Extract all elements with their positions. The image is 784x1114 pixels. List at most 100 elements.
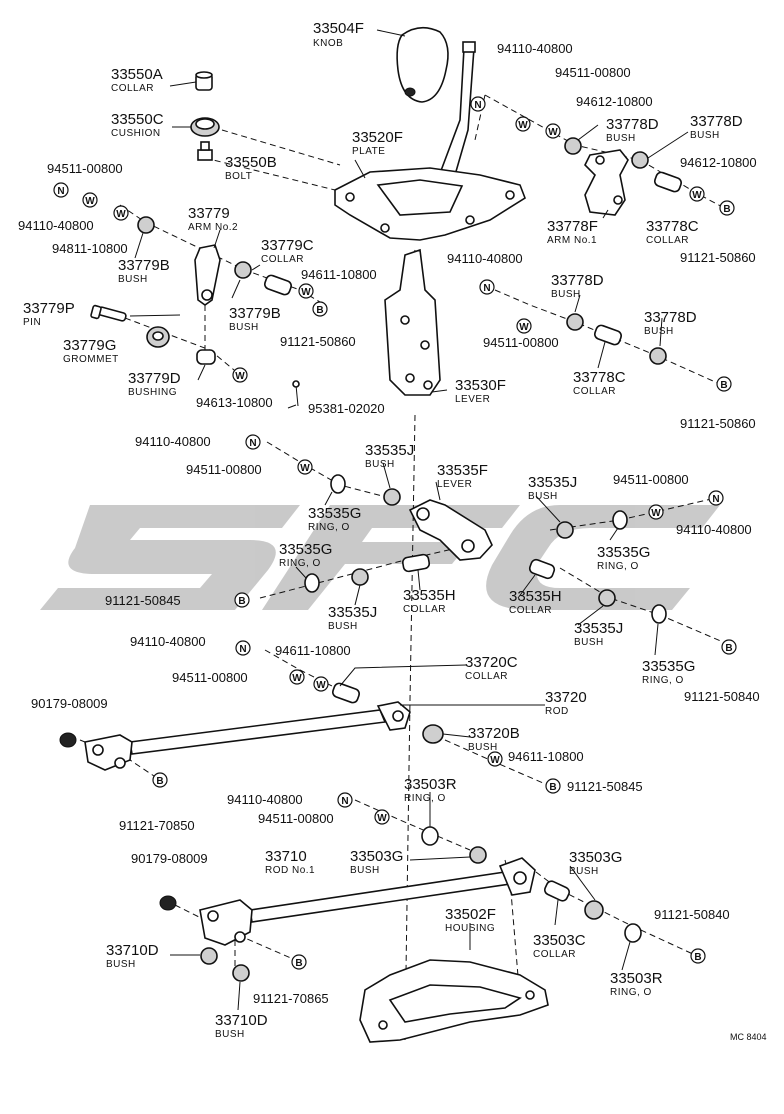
part-name: COLLAR bbox=[261, 254, 304, 265]
washer-symbol: W bbox=[515, 116, 531, 132]
ring-33503r-2 bbox=[624, 923, 642, 943]
part-number: 33779D bbox=[128, 370, 181, 387]
part-number: 33503C bbox=[533, 932, 586, 949]
svg-text:B: B bbox=[720, 380, 727, 391]
bush-33710d-1 bbox=[200, 947, 218, 965]
nut-symbol: N bbox=[708, 490, 724, 506]
svg-text:W: W bbox=[548, 127, 558, 138]
bush-33779b-1 bbox=[137, 216, 155, 234]
nut-symbol: N bbox=[53, 182, 69, 198]
part-number: 33710D bbox=[106, 942, 159, 959]
hardware-code: 94511-00800 bbox=[613, 472, 689, 487]
part-name: COLLAR bbox=[111, 83, 154, 94]
shift-knob bbox=[396, 26, 449, 103]
bolt-symbol: B bbox=[312, 301, 328, 317]
bush-33778d-3 bbox=[566, 313, 584, 331]
hardware-code: 91121-50860 bbox=[280, 334, 356, 349]
bush-33535j-1 bbox=[383, 488, 401, 506]
part-name: COLLAR bbox=[646, 235, 689, 246]
housing-33502f bbox=[359, 959, 549, 1043]
hardware-code: 94511-00800 bbox=[258, 811, 334, 826]
part-number: 33779B bbox=[229, 305, 281, 322]
part-name: PLATE bbox=[352, 146, 385, 157]
bush-33535j-2 bbox=[556, 521, 574, 539]
arm-no2-33779 bbox=[194, 244, 221, 306]
ring-33535g-3 bbox=[304, 573, 320, 593]
lever-33535f bbox=[408, 499, 493, 561]
bush-33778d-4 bbox=[649, 347, 667, 365]
part-name: COLLAR bbox=[509, 605, 552, 616]
svg-text:N: N bbox=[341, 796, 348, 807]
part-name: RING, O bbox=[610, 987, 652, 998]
part-name: BUSH bbox=[215, 1029, 245, 1040]
part-number: 33778C bbox=[646, 218, 699, 235]
hardware-symbols: N W W N W W W B W B N W B W N W W N B B … bbox=[53, 96, 737, 970]
bolt-symbol: B bbox=[690, 948, 706, 964]
part-name: BUSH bbox=[468, 742, 498, 753]
part-name: RING, O bbox=[642, 675, 684, 686]
watermark-logo bbox=[40, 505, 720, 610]
hardware-code: 94110-40800 bbox=[135, 434, 211, 449]
part-number: 33779B bbox=[118, 257, 170, 274]
part-name: KNOB bbox=[313, 38, 343, 49]
part-name: CUSHION bbox=[111, 128, 161, 139]
svg-text:W: W bbox=[316, 680, 326, 691]
bush-33778d-2 bbox=[631, 151, 649, 169]
part-name: HOUSING bbox=[445, 923, 495, 934]
part-number: 33720B bbox=[468, 725, 520, 742]
svg-text:N: N bbox=[249, 438, 256, 449]
washer-symbol: W bbox=[374, 809, 390, 825]
rod-no1-33710 bbox=[199, 857, 536, 946]
part-number: 33550A bbox=[111, 66, 163, 83]
svg-text:B: B bbox=[316, 305, 323, 316]
part-number: 33535J bbox=[365, 442, 414, 459]
hardware-code: 94511-00800 bbox=[172, 670, 248, 685]
svg-text:B: B bbox=[725, 643, 732, 654]
ring-33535g-2 bbox=[612, 510, 628, 530]
hardware-code: 94612-10800 bbox=[680, 155, 757, 170]
part-number: 33710D bbox=[215, 1012, 268, 1029]
hardware-code: 95381-02020 bbox=[308, 401, 385, 416]
bolt-symbol: B bbox=[721, 639, 737, 655]
hardware-code: 94110-40800 bbox=[497, 41, 573, 56]
grommet-33779g bbox=[146, 326, 170, 348]
hardware-code: 94110-40800 bbox=[676, 522, 752, 537]
bolt-33550b bbox=[197, 141, 213, 161]
part-number: 33779G bbox=[63, 337, 116, 354]
bush-33503g-1 bbox=[469, 846, 487, 864]
part-number: 33550C bbox=[111, 111, 164, 128]
nut-90179-2 bbox=[159, 895, 177, 911]
part-name: RING, O bbox=[597, 561, 639, 572]
part-name: ROD No.1 bbox=[265, 865, 315, 876]
lever-33530f bbox=[384, 248, 441, 396]
washer-symbol: W bbox=[545, 123, 561, 139]
svg-text:W: W bbox=[301, 287, 311, 298]
hardware-code: 94110-40800 bbox=[130, 634, 206, 649]
part-name: LEVER bbox=[437, 479, 472, 490]
ring-33535g-1 bbox=[330, 474, 346, 494]
part-name: ARM No.2 bbox=[188, 222, 238, 233]
collar-33535h-1 bbox=[401, 553, 431, 573]
svg-text:B: B bbox=[295, 958, 302, 969]
svg-text:B: B bbox=[549, 782, 556, 793]
part-name: ROD bbox=[545, 706, 569, 717]
part-name: COLLAR bbox=[403, 604, 446, 615]
washer-symbol: W bbox=[487, 751, 503, 767]
part-number: 33535G bbox=[642, 658, 695, 675]
hardware-code: 94511-00800 bbox=[186, 462, 262, 477]
plate-33520f bbox=[334, 167, 526, 241]
washer-symbol: W bbox=[297, 459, 313, 475]
hardware-code: 91121-50860 bbox=[680, 250, 756, 265]
hardware-code: 94110-40800 bbox=[447, 251, 523, 266]
part-labels: 33504F KNOB 33550A COLLAR 33550C CUSHION… bbox=[23, 20, 743, 1040]
svg-text:W: W bbox=[292, 673, 302, 684]
part-name: BUSH bbox=[365, 459, 395, 470]
bushing-33779d bbox=[196, 349, 216, 365]
svg-text:N: N bbox=[474, 100, 481, 111]
part-name: BUSHING bbox=[128, 387, 177, 398]
pin-33779p bbox=[90, 304, 127, 322]
part-number: 33520F bbox=[352, 129, 403, 146]
part-number: 33503G bbox=[350, 848, 403, 865]
collar-33778c-2 bbox=[593, 324, 623, 346]
